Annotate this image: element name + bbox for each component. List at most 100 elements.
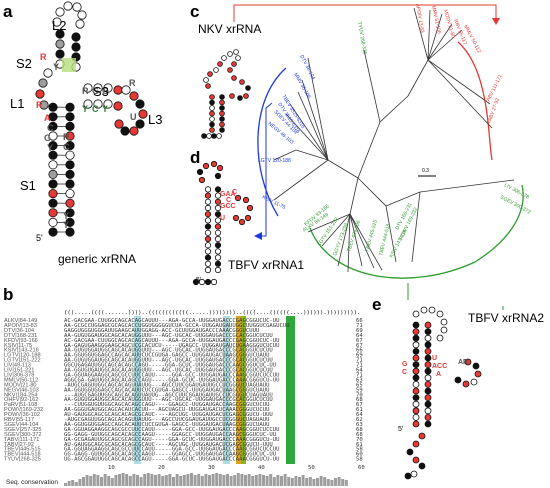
- nucleotide: [474, 370, 482, 378]
- nucleotide: [412, 387, 420, 395]
- conservation-bar: [186, 474, 190, 486]
- conservation-bar: [107, 476, 111, 486]
- nucleotide: [202, 162, 210, 170]
- nucleotide: [204, 211, 212, 218]
- l3-nt: [129, 126, 139, 136]
- sequence-name: SGEV|44-104: [4, 422, 38, 428]
- nucleotide: [470, 378, 478, 386]
- nt-letter: AR: [458, 359, 468, 366]
- nucleotide: [245, 85, 251, 91]
- nucleotide: [227, 51, 233, 57]
- conservation-bar: [190, 473, 193, 486]
- s1-right-nt: [65, 112, 75, 122]
- nucleotide: [204, 266, 212, 274]
- blue-clade-arc: [257, 67, 287, 217]
- column-tick: 20: [158, 465, 165, 471]
- nt-letter: C: [232, 189, 237, 196]
- conservation-bar: [341, 479, 345, 486]
- nucleotide: [214, 198, 222, 205]
- tree-branch: [427, 59, 491, 105]
- nucleotide: [206, 133, 212, 139]
- tree-branch: [307, 213, 351, 233]
- conservation-bar: [247, 474, 251, 486]
- conservation-bar: [272, 477, 276, 486]
- sequence-length: 68: [356, 397, 363, 403]
- nucleotide: [424, 328, 432, 336]
- panel-letter-a: a: [3, 2, 13, 21]
- s1-left-nt: [48, 131, 58, 141]
- conservation-bar: [269, 474, 273, 486]
- nucleotide: [205, 83, 211, 89]
- taxon-label: APOIV 13-83: [414, 3, 425, 33]
- nucleotide: [203, 77, 209, 83]
- nucleotide: [219, 127, 225, 133]
- nucleotide: [233, 49, 239, 55]
- nucleotide: [412, 407, 420, 415]
- l3-nt: [121, 85, 131, 95]
- s1-right-nt: [65, 217, 75, 227]
- letter: C: [63, 142, 70, 152]
- five-prime-d: 5': [196, 277, 202, 284]
- sequence-length: 64: [356, 333, 363, 339]
- panel-letter-b: b: [3, 285, 14, 304]
- tree-branch: [349, 177, 359, 215]
- conservation-bar: [164, 475, 168, 486]
- caption-tbfv-xrrna1: TBFV xrRNA1: [228, 258, 305, 272]
- nucleotide: [209, 105, 215, 111]
- conservation-bar: [197, 474, 201, 486]
- s1-right-nt: [65, 150, 75, 160]
- nucleotide: [424, 348, 432, 355]
- nucleotide: [234, 194, 242, 202]
- sequence-name: TYUV|268-325: [4, 457, 41, 463]
- tree-branch: [379, 95, 409, 123]
- letter: G: [92, 86, 99, 96]
- sequence-row: -AUGCGAGUUGGCAGCACAGUUAUUG---AGCCUUCGGAU…: [64, 382, 269, 388]
- nucleotide: [214, 248, 222, 255]
- sequence-length: 63: [356, 422, 363, 428]
- sequence-row: AA-GGGUGAUGGCAGCACAUCACUU---AGCUAGCU-UUG…: [64, 407, 269, 413]
- sequence-length: 66: [356, 318, 363, 324]
- sequence-row: AA-GUGUGGAUGGCAGCACAUGGUUU---AGC-UGCAC-U…: [64, 397, 273, 403]
- conservation-bar: [287, 477, 291, 486]
- panel-a-backbone: [57, 106, 66, 233]
- conservation-bar: [121, 473, 125, 486]
- sequence-row: AC-GACGAA-CUUGGCAGCACAGCAUUU---AGA-GCCA-…: [64, 338, 280, 344]
- nucleotide: [235, 55, 241, 61]
- sequence-length: 70: [356, 392, 363, 398]
- structure-line: (((.....((((.......))))..((((((((((((...…: [64, 310, 360, 316]
- conservation-bar: [118, 474, 121, 486]
- nucleotide: [204, 229, 212, 236]
- nucleotide: [412, 440, 420, 448]
- nt-letter: G: [402, 361, 408, 368]
- col-highlight-green: [286, 316, 295, 464]
- conservation-bar: [204, 474, 208, 486]
- column-tick: 10: [108, 465, 115, 471]
- nucleotide: [454, 376, 462, 384]
- sequence-name: POWV|36-102: [4, 412, 40, 418]
- sequence-length: 71: [356, 358, 363, 364]
- nucleotide: [424, 394, 432, 401]
- sequence-row: ---AUGCGAGUUGGCAGCACAGUUAUUG--AGCCUUCGGA…: [64, 392, 273, 398]
- column-tick: 40: [258, 465, 265, 471]
- col-highlight-yellowgreen: [241, 316, 246, 464]
- s1-right-nt: [65, 227, 75, 237]
- taxon-label: TBEV 445-515: [364, 219, 379, 252]
- nucleotide: [204, 198, 212, 205]
- l3-nt: [114, 119, 124, 129]
- tree-branch: [349, 213, 363, 267]
- conservation-bar: [110, 478, 114, 486]
- conservation-bar: [258, 474, 262, 486]
- tree-branch: [289, 103, 329, 161]
- loop-label-l2: L2: [52, 18, 67, 33]
- conservation-bar: [326, 479, 330, 486]
- sequence-row: AA-GGUGGUGGAGCCAGCACAUUCUCCGUGA-GAGCC-UU…: [64, 353, 269, 359]
- conservation-bar: [262, 475, 265, 486]
- nucleotide: [464, 358, 472, 366]
- nucleotide: [209, 121, 215, 128]
- l3-nt: [138, 109, 148, 119]
- conservation-bar: [92, 474, 96, 486]
- nucleotide: [196, 168, 204, 176]
- nucleotide: [204, 204, 212, 212]
- s1-left-nt: [48, 102, 58, 112]
